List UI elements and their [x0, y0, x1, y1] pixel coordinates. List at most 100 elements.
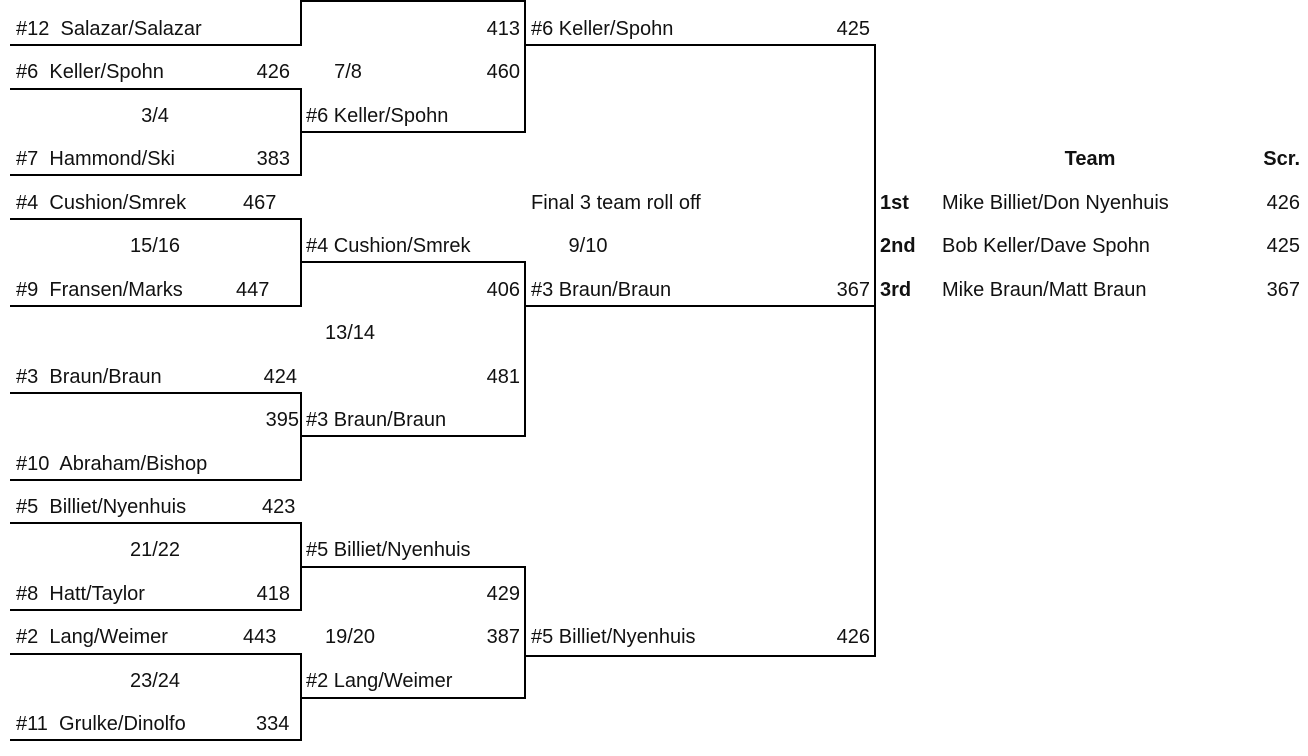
- bracket-line: [300, 0, 526, 2]
- match-label-13-14: 13/14: [324, 322, 376, 344]
- seed: #6: [16, 61, 39, 83]
- r1-score-fransen: 447: [236, 279, 270, 301]
- team-name: Abraham/Bishop: [59, 453, 208, 475]
- team-name: Hammond/Ski: [49, 148, 175, 170]
- seed: #5: [16, 496, 39, 518]
- bracket-line: [10, 218, 302, 220]
- team-name: Grulke/Dinolfo: [59, 713, 186, 735]
- r1-team-salazar: #12 Salazar/Salazar: [16, 18, 202, 40]
- r2-winner-billiet: #5 Billiet/Nyenhuis: [306, 539, 471, 561]
- r1-team-hatt: #8 Hatt/Taylor: [16, 583, 145, 605]
- r1-team-cushion: #4 Cushion/Smrek: [16, 192, 186, 214]
- r1-score-billiet: 423: [262, 496, 296, 518]
- bracket-line: [10, 479, 302, 481]
- team-name: Billiet/Nyenhuis: [49, 496, 187, 518]
- r1-score-lang: 443: [243, 626, 277, 648]
- bracket-line: [10, 44, 302, 46]
- team-name: Lang/Weimer: [49, 626, 168, 648]
- seed: #4: [16, 192, 39, 214]
- r1-score-hammond: 383: [256, 148, 290, 170]
- bracket-line: [10, 653, 302, 655]
- r1-team-braun: #3 Braun/Braun: [16, 366, 162, 388]
- r2-score-481: 481: [486, 366, 520, 388]
- results-place-2: 2nd: [880, 235, 916, 257]
- r3-score-braun: 367: [836, 279, 870, 301]
- r1-team-fransen: #9 Fransen/Marks: [16, 279, 183, 301]
- bracket-line: [524, 261, 526, 437]
- bracket-line: [10, 88, 302, 90]
- team-name: Braun/Braun: [49, 366, 162, 388]
- bracket-line: [10, 174, 302, 176]
- bracket-line: [10, 392, 302, 394]
- r1-score-cushion: 467: [243, 192, 277, 214]
- r3-score-keller: 425: [836, 18, 870, 40]
- team-name: Salazar/Salazar: [60, 18, 202, 40]
- r2-winner-keller: #6 Keller/Spohn: [306, 105, 449, 127]
- results-score-1: 426: [1266, 192, 1300, 214]
- r1-score-abraham: 395: [265, 409, 299, 431]
- r1-team-billiet: #5 Billiet/Nyenhuis: [16, 496, 186, 518]
- bracket-line: [524, 44, 876, 46]
- bracket-line: [300, 0, 302, 46]
- results-place-3: 3rd: [880, 279, 912, 301]
- match-label-9-10: 9/10: [568, 235, 608, 257]
- r2-winner-cushion: #4 Cushion/Smrek: [306, 235, 471, 257]
- r1-team-hammond: #7 Hammond/Ski: [16, 148, 175, 170]
- r1-score-keller: 426: [256, 61, 290, 83]
- r2-score-460: 460: [486, 61, 520, 83]
- r3-score-billiet: 426: [836, 626, 870, 648]
- results-header-score: Scr.: [1263, 148, 1300, 170]
- r2-score-387: 387: [486, 626, 520, 648]
- bracket-line: [524, 566, 526, 699]
- bracket-line: [524, 305, 876, 307]
- match-label-23-24: 23/24: [129, 670, 181, 692]
- bracket-line: [10, 305, 302, 307]
- r1-team-keller: #6 Keller/Spohn: [16, 61, 164, 83]
- r2-winner-lang: #2 Lang/Weimer: [306, 670, 453, 692]
- seed: #3: [16, 366, 39, 388]
- bracket-line: [300, 435, 526, 437]
- bracket-line: [524, 0, 526, 131]
- bracket-line: [10, 609, 302, 611]
- team-name: Hatt/Taylor: [49, 583, 145, 605]
- seed: #7: [16, 148, 39, 170]
- seed: #12: [16, 18, 50, 40]
- match-label-3-4: 3/4: [141, 105, 169, 127]
- results-score-3: 367: [1266, 279, 1300, 301]
- match-label-15-16: 15/16: [129, 235, 181, 257]
- seed: #9: [16, 279, 39, 301]
- match-label-7-8: 7/8: [334, 61, 362, 83]
- r1-team-abraham: #10 Abraham/Bishop: [16, 453, 207, 475]
- bracket-line: [524, 655, 876, 657]
- results-team-1: Mike Billiet/Don Nyenhuis: [942, 192, 1169, 214]
- team-name: Fransen/Marks: [49, 279, 183, 301]
- r1-score-grulke: 334: [256, 713, 290, 735]
- bracket-line: [300, 131, 526, 133]
- bracket-line: [300, 566, 526, 568]
- r2-winner-braun: #3 Braun/Braun: [306, 409, 447, 431]
- results-place-1: 1st: [880, 192, 909, 214]
- bracket-line: [874, 44, 876, 657]
- r2-score-429: 429: [486, 583, 520, 605]
- r2-score-406: 406: [486, 279, 520, 301]
- seed: #10: [16, 453, 50, 475]
- r1-score-hatt: 418: [256, 583, 290, 605]
- bracket-line: [300, 697, 526, 699]
- r3-team-braun: #3 Braun/Braun: [531, 279, 672, 301]
- match-label-21-22: 21/22: [129, 539, 181, 561]
- r3-team-keller: #6 Keller/Spohn: [531, 18, 674, 40]
- team-name: Keller/Spohn: [49, 61, 164, 83]
- seed: #8: [16, 583, 39, 605]
- r2-score-413: 413: [486, 18, 520, 40]
- seed: #11: [16, 713, 48, 735]
- r3-team-billiet: #5 Billiet/Nyenhuis: [531, 626, 696, 648]
- results-header-team: Team: [1064, 148, 1116, 170]
- results-score-2: 425: [1266, 235, 1300, 257]
- results-team-2: Bob Keller/Dave Spohn: [942, 235, 1150, 257]
- bracket-line: [300, 261, 526, 263]
- results-team-3: Mike Braun/Matt Braun: [942, 279, 1147, 301]
- team-name: Cushion/Smrek: [49, 192, 187, 214]
- match-label-19-20: 19/20: [324, 626, 376, 648]
- r1-team-lang: #2 Lang/Weimer: [16, 626, 168, 648]
- r1-score-braun: 424: [263, 366, 297, 388]
